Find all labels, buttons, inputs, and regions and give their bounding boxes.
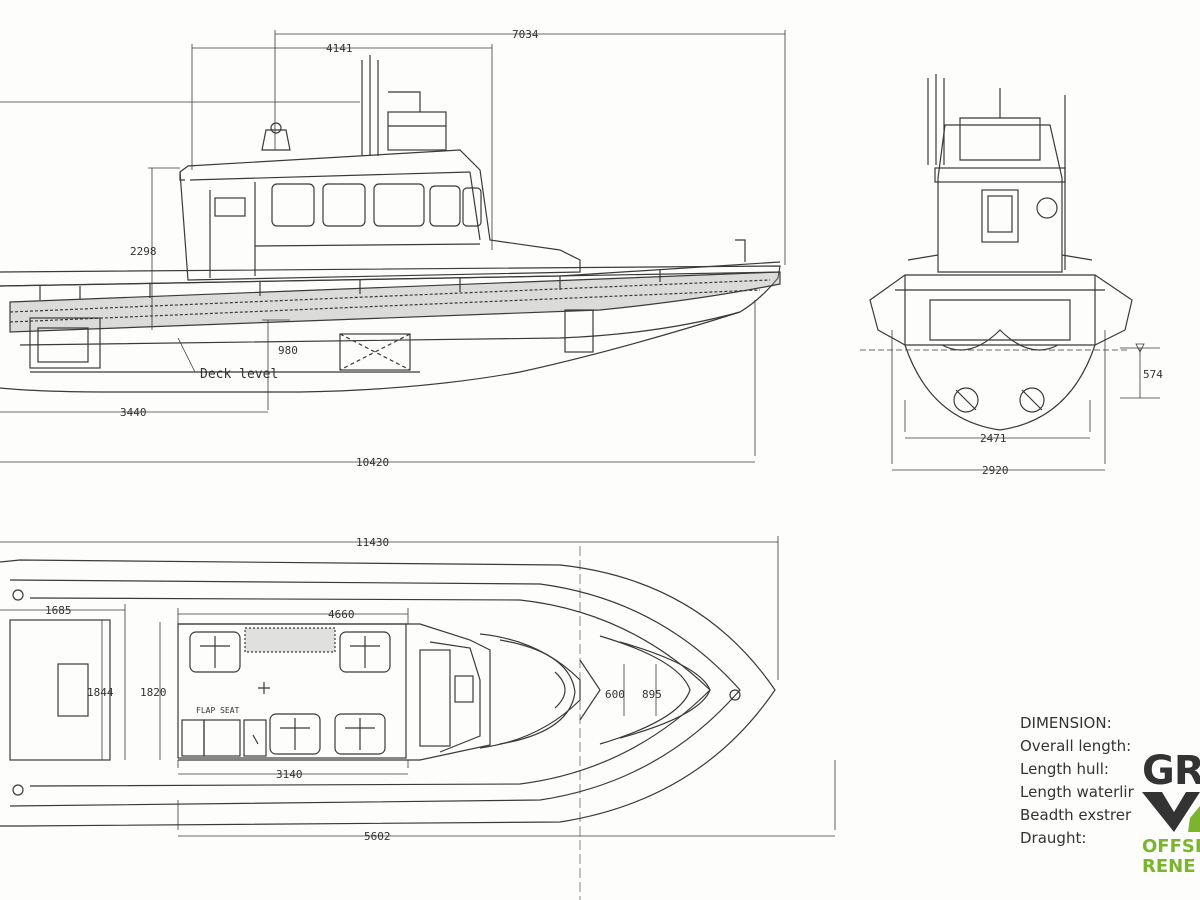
dimension-labels: 7034 4141 2298 980 3440 10420 Deck level… bbox=[45, 28, 1163, 843]
dim-10420: 10420 bbox=[356, 456, 389, 469]
dim-3440: 3440 bbox=[120, 406, 147, 419]
logo-letters: GR bbox=[1142, 748, 1200, 794]
side-elevation-view bbox=[0, 55, 781, 393]
plan-hull-outline bbox=[0, 559, 776, 827]
logo-chevron-icon bbox=[1142, 792, 1200, 832]
side-hull-outline bbox=[0, 265, 781, 393]
side-dimension-lines bbox=[0, 30, 786, 463]
flap-seat-label: FLAP SEAT bbox=[196, 706, 240, 715]
front-elevation-view bbox=[869, 74, 1133, 431]
dim-4660: 4660 bbox=[328, 608, 355, 621]
dimension-spec-list: DIMENSION: Overall length: Length hull: … bbox=[1020, 712, 1134, 850]
dim-2920: 2920 bbox=[982, 464, 1009, 477]
dim-2298: 2298 bbox=[130, 245, 157, 258]
spec-length-waterline: Length waterlir bbox=[1020, 783, 1134, 801]
dim-895: 895 bbox=[642, 688, 662, 701]
dim-11430: 11430 bbox=[356, 536, 389, 549]
deck-level-label: Deck level bbox=[200, 367, 278, 382]
dim-2471: 2471 bbox=[980, 432, 1007, 445]
logo-line-2: RENE bbox=[1142, 856, 1196, 877]
front-dimension-lines bbox=[860, 330, 1160, 471]
side-gunwale-band bbox=[9, 271, 781, 333]
spec-heading: DIMENSION: bbox=[1020, 714, 1112, 732]
company-logo: GR OFFSI RENE bbox=[1140, 748, 1200, 878]
dim-1844: 1844 bbox=[87, 686, 114, 699]
dim-574: 574 bbox=[1143, 368, 1163, 381]
side-cabin-outline bbox=[179, 149, 581, 281]
dim-3140: 3140 bbox=[276, 768, 303, 781]
spec-overall-length: Overall length: bbox=[1020, 737, 1132, 755]
dim-1685: 1685 bbox=[45, 604, 72, 617]
plan-view bbox=[0, 559, 776, 827]
passenger-seats bbox=[189, 631, 391, 755]
dim-980: 980 bbox=[278, 344, 298, 357]
dim-600: 600 bbox=[605, 688, 625, 701]
plan-dimension-lines bbox=[0, 536, 836, 900]
logo-line-1: OFFSI bbox=[1142, 836, 1200, 857]
dim-5602: 5602 bbox=[364, 830, 391, 843]
front-hull-outline bbox=[869, 274, 1133, 346]
dim-4141: 4141 bbox=[326, 42, 353, 55]
dim-1820: 1820 bbox=[140, 686, 167, 699]
spec-length-hull: Length hull: bbox=[1020, 760, 1109, 778]
spec-draught: Draught: bbox=[1020, 829, 1087, 847]
spec-beadth: Beadth exstrer bbox=[1020, 806, 1132, 824]
dim-7034: 7034 bbox=[512, 28, 539, 41]
